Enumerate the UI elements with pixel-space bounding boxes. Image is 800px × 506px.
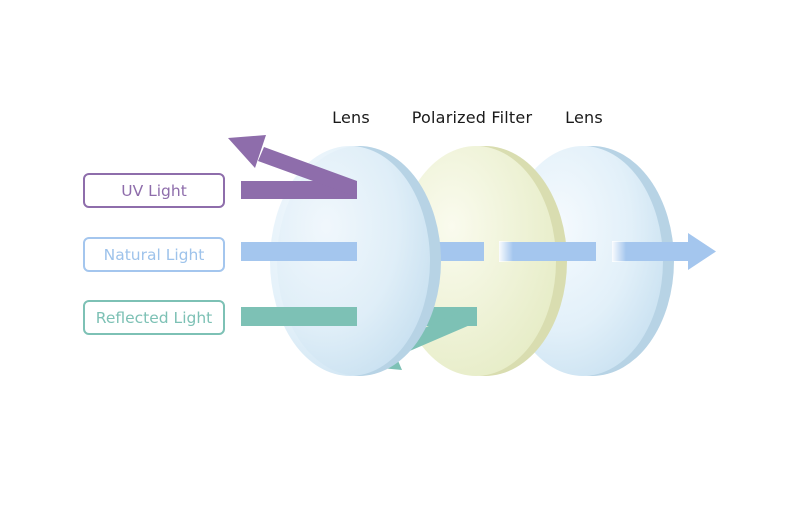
lens-right-title: Lens: [565, 108, 603, 127]
uv-light-beam: [228, 135, 357, 199]
natural-beam-seg-3: [499, 242, 596, 261]
reflected-beam-in-front: [241, 307, 357, 326]
reflected-light-label: Reflected Light: [83, 300, 225, 335]
uv-light-label: UV Light: [83, 173, 225, 208]
fade-3: [612, 241, 626, 262]
natural-arrowhead: [688, 233, 716, 270]
fade-2: [499, 241, 513, 262]
lens-left-title: Lens: [332, 108, 370, 127]
natural-light-label: Natural Light: [83, 237, 225, 272]
uv-beam-reflect: [258, 147, 357, 197]
polarized-filter-title: Polarized Filter: [411, 108, 533, 127]
natural-beam-seg-4: [612, 242, 690, 261]
natural-beam-seg-1-front: [241, 242, 357, 261]
uv-arrowhead: [228, 135, 266, 168]
